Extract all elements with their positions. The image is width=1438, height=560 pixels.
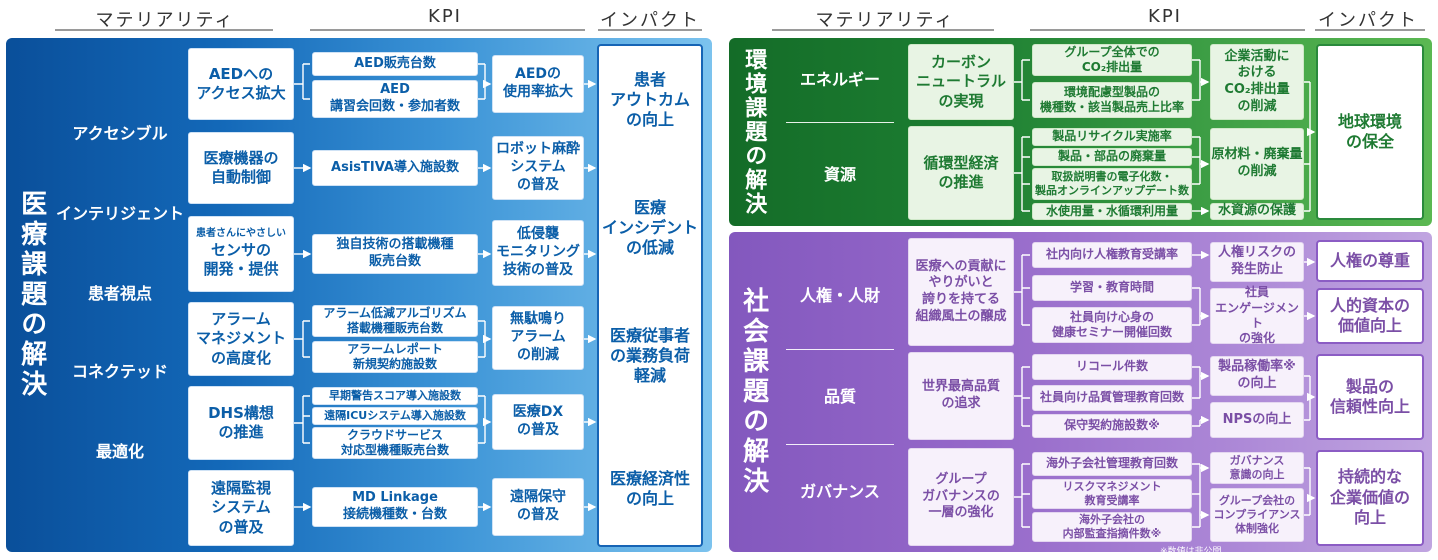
outcome-low-invasive: 低侵襲 モニタリング 技術の普及 — [492, 220, 584, 286]
soc-outcome-gov-awareness: ガバナンス 意識の向上 — [1210, 452, 1304, 484]
env-impact-earth: 地球環境 の保全 — [1316, 44, 1424, 220]
env-outcome-co2: 企業活動に おける CO₂排出量 の削減 — [1210, 44, 1304, 120]
soc-kpi-recall: リコール件数 — [1032, 354, 1192, 380]
kpi-early-warning: 早期警告スコア導入施設数 — [312, 387, 478, 405]
env-action-circular: 循環型経済 の推進 — [908, 126, 1014, 220]
soc-kpi-learning: 学習・教育時間 — [1032, 275, 1192, 301]
env-kpi-digital-manual: 取扱説明書の電子化数・ 製品オンラインアップデート数 — [1032, 168, 1192, 200]
soc-outcome-uptime: 製品稼働率※ の向上 — [1210, 356, 1304, 396]
theme-quality: 品質 — [823, 387, 856, 406]
env-outcome-materials: 原材料・廃棄量 の削減 — [1210, 128, 1304, 200]
impact-incident-reduction: 医療 インシデント の低減 — [601, 198, 698, 257]
medical-impact-box — [597, 44, 703, 547]
header-underline — [55, 29, 273, 31]
header-underline — [1030, 29, 1305, 31]
env-kpi-recycling: 製品リサイクル実施率 — [1032, 128, 1192, 146]
soc-action-quality: 世界最高品質 の追求 — [908, 352, 1014, 440]
impact-workload: 医療従事者 の業務負荷 軽減 — [609, 326, 690, 385]
outcome-aed-usage: AEDの 使用率拡大 — [492, 55, 584, 113]
action-remote-monitor: 遠隔監視 システム の普及 — [188, 470, 294, 546]
kpi-proprietary-tech: 独自技術の搭載機種 販売台数 — [312, 234, 478, 274]
header-impact-left: インパクト — [600, 10, 700, 31]
kpi-asistiva: AsisTIVA導入施設数 — [312, 150, 478, 186]
social-divider — [786, 349, 894, 350]
medical-panel — [6, 38, 712, 552]
kpi-md-linkage: MD Linkage 接続機種数・台数 — [312, 487, 478, 527]
header-underline — [598, 29, 702, 31]
theme-accessible: アクセシブル — [72, 124, 168, 143]
footnote: ※数値は非公開。 — [1160, 547, 1231, 557]
soc-impact-reliability: 製品の 信頼性向上 — [1316, 354, 1424, 440]
action-sensor-main: センサの 開発・提供 — [203, 241, 279, 279]
soc-kpi-qc-training: 社員向け品質管理教育回数 — [1032, 385, 1192, 411]
outcome-robot-anesthesia: ロボット麻酔 システム の普及 — [492, 136, 584, 200]
outcome-remote-maintenance: 遠隔保守 の普及 — [492, 478, 584, 536]
impact-patient-outcome: 患者 アウトカム の向上 — [609, 70, 690, 129]
theme-human-rights: 人権・人財 — [799, 286, 880, 305]
action-aed-access: AEDへの アクセス拡大 — [188, 48, 294, 120]
env-outcome-water: 水資源の保護 — [1210, 203, 1304, 220]
theme-intelligent: インテリジェント — [55, 204, 184, 223]
soc-impact-human-capital: 人的資本の 価値向上 — [1316, 288, 1424, 344]
kpi-remote-icu: 遠隔ICUシステム導入施設数 — [312, 407, 478, 425]
impact-economy: 医療経済性 の向上 — [609, 469, 690, 508]
theme-resource: 資源 — [823, 165, 856, 184]
action-auto-control: 医療機器の 自動制御 — [188, 132, 294, 204]
header-underline — [772, 29, 994, 31]
header-kpi-left: KPI — [428, 6, 462, 27]
header-underline — [1315, 29, 1425, 31]
env-kpi-water: 水使用量・水循環利用量 — [1032, 203, 1192, 220]
action-sensor: 患者さんにやさしい センサの 開発・提供 — [188, 216, 294, 292]
theme-patient-centric: 患者視点 — [87, 284, 152, 303]
social-divider — [786, 444, 894, 445]
action-sensor-small: 患者さんにやさしい — [196, 228, 286, 240]
soc-kpi-maintenance: 保守契約施設数※ — [1032, 414, 1192, 438]
header-materiality-right: マテリアリティ — [815, 10, 955, 31]
kpi-aed-sales: AED販売台数 — [312, 52, 478, 76]
outcome-medical-dx: 医療DX の普及 — [492, 394, 584, 450]
env-kpi-eco-products: 環境配慮型製品の 機種数・該当製品売上比率 — [1032, 82, 1192, 118]
soc-action-culture: 医療への貢献に やりがいと 誇りを持てる 組織風土の醸成 — [908, 238, 1014, 346]
kpi-aed-training: AED 講習会回数・参加者数 — [312, 80, 478, 118]
soc-impact-human-rights: 人権の尊重 — [1316, 240, 1424, 282]
header-materiality-left: マテリアリティ — [95, 10, 235, 31]
action-dhs: DHS構想 の推進 — [188, 386, 294, 460]
action-alarm: アラーム マネジメント の高度化 — [188, 302, 294, 376]
soc-outcome-hr-risk: 人権リスクの 発生防止 — [1210, 242, 1304, 282]
medical-title: 医療課題の解決 — [8, 40, 54, 550]
soc-outcome-compliance: グループ会社の コンプライアンス 体制強化 — [1210, 488, 1304, 542]
theme-optimization: 最適化 — [95, 442, 144, 461]
kpi-alarm-report: アラームレポート 新規契約施設数 — [312, 341, 478, 373]
soc-kpi-health: 社員向け心身の 健康セミナー開催回数 — [1032, 307, 1192, 343]
social-title-text: 社会課題の解決 — [738, 287, 769, 497]
medical-title-text: 医療課題の解決 — [16, 190, 47, 400]
social-title: 社会課題の解決 — [731, 234, 775, 550]
environment-title: 環境課題の解決 — [731, 40, 775, 224]
kpi-cloud: クラウドサービス 対応型機種販売台数 — [312, 427, 478, 459]
soc-outcome-nps: NPSの向上 — [1210, 402, 1304, 438]
soc-action-governance: グループ ガバナンスの 一層の強化 — [908, 448, 1014, 546]
soc-kpi-hr-training: 社内向け人権教育受講率 — [1032, 242, 1192, 268]
environment-divider — [786, 122, 894, 123]
environment-title-text: 環境課題の解決 — [741, 48, 767, 216]
env-action-carbon: カーボン ニュートラル の実現 — [908, 44, 1014, 120]
header-impact-right: インパクト — [1318, 10, 1418, 31]
env-kpi-waste: 製品・部品の廃棄量 — [1032, 148, 1192, 166]
kpi-alarm-algorithm: アラーム低減アルゴリズム 搭載機種販売台数 — [312, 305, 478, 337]
header-underline — [310, 29, 585, 31]
soc-kpi-internal-audit: 海外子会社の 内部監査指摘件数※ — [1032, 512, 1192, 542]
theme-energy: エネルギー — [799, 70, 880, 89]
theme-connected: コネクテッド — [71, 362, 168, 381]
soc-kpi-overseas-training: 海外子会社管理教育回数 — [1032, 452, 1192, 476]
outcome-alarm-reduction: 無駄鳴り アラーム の削減 — [492, 306, 584, 370]
soc-kpi-risk-training: リスクマネジメント 教育受講率 — [1032, 479, 1192, 509]
soc-outcome-engagement: 社員 エンゲージメント の強化 — [1210, 285, 1304, 345]
soc-impact-corporate-value: 持続的な 企業価値の 向上 — [1316, 450, 1424, 546]
theme-governance: ガバナンス — [800, 482, 880, 501]
header-kpi-right: KPI — [1148, 6, 1182, 27]
env-kpi-co2: グループ全体での CO₂排出量 — [1032, 44, 1192, 76]
